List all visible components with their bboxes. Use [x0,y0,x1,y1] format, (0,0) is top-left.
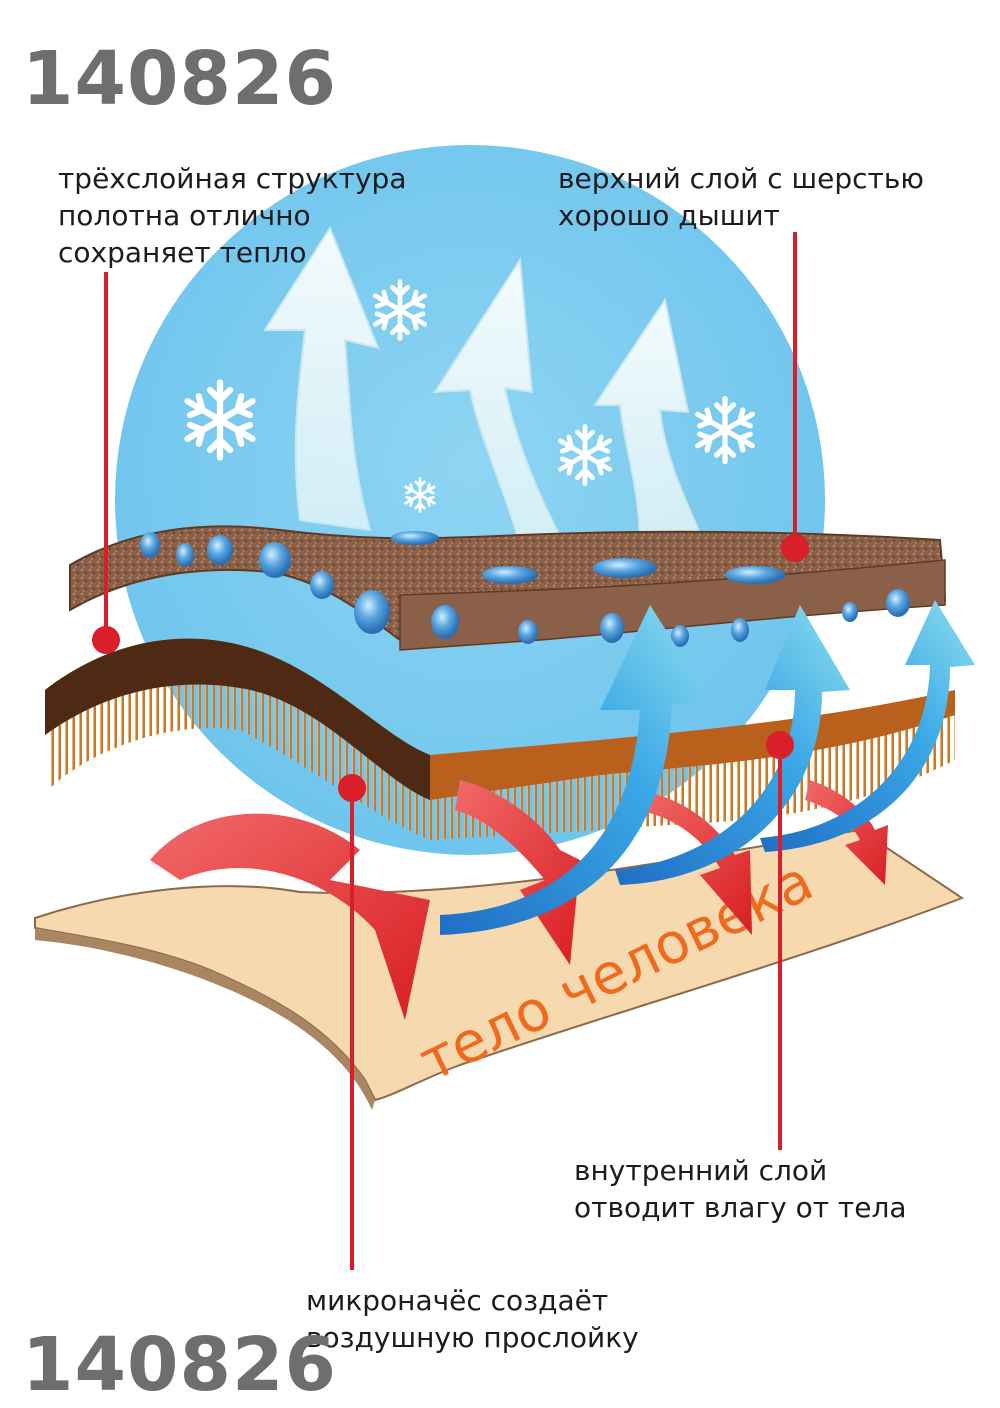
pointer-dot-top-layer [781,534,809,562]
skin-edge [35,918,375,1110]
label-micro-fleece: микроначёс создаёт воздушную прослойку [306,1282,639,1356]
label-top-wool-layer: верхний слой с шерстью хорошо дышит [558,160,924,234]
vapor-arrow-icon [263,225,380,532]
label-line: трёхслойная структура [58,162,407,195]
label-line: хорошо дышит [558,199,780,232]
label-three-layer-structure: трёхслойная структура полотна отлично со… [58,160,406,271]
label-line: воздушную прослойку [306,1321,639,1354]
label-line: сохраняет тепло [58,236,307,269]
moisture-arrow-icon [615,605,850,885]
product-code-bottom: 140826 [22,1322,337,1408]
vapor-arrow-icon [593,297,707,546]
heat-arrow-icon [805,780,888,885]
label-line: микроначёс создаёт [306,1284,609,1317]
heat-arrow-icon [635,790,752,935]
label-line: отводит влагу от тела [574,1191,907,1224]
micro-fleece-layer [48,668,955,840]
inner-dark-layer [45,638,430,800]
pointer-dot-micro-fleece [338,774,366,802]
moisture-arrow-icon [440,605,710,935]
label-line: полотна отлично [58,199,311,232]
label-inner-layer: внутренний слой отводит влагу от тела [574,1152,907,1226]
label-line: верхний слой с шерстью [558,162,924,195]
moisture-bubbles [140,531,910,647]
moisture-arrow-icon [760,600,975,852]
product-code-top: 140826 [22,36,337,122]
heat-arrow-icon [455,780,580,965]
label-line: внутренний слой [574,1154,828,1187]
pointer-dot-inner-layer [766,731,794,759]
middle-layer-edge [430,690,955,800]
pointer-dot-three-layer [92,626,120,654]
vapor-arrow-icon [433,257,567,546]
heat-arrow-icon [150,813,430,1020]
